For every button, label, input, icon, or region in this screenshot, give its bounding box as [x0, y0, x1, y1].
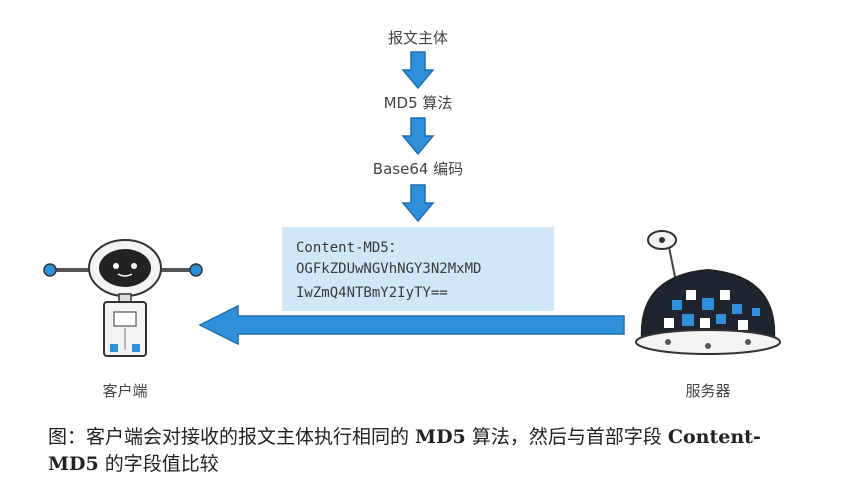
caption-content-md5: Content-MD5	[48, 426, 761, 475]
down-arrow-2	[401, 117, 435, 156]
client-label: 客户端	[102, 382, 148, 400]
server-robot-icon	[635, 230, 781, 355]
caption-md5: MD5	[415, 426, 466, 448]
caption-text-2: 算法，然后与首部字段	[465, 426, 668, 448]
figure-caption: 图：客户端会对接收的报文主体执行相同的 MD5 算法，然后与首部字段 Conte…	[48, 424, 808, 478]
down-arrow-1	[401, 51, 435, 90]
step-base64: Base64 编码	[372, 160, 464, 178]
down-arrow-3	[401, 184, 435, 223]
header-value-line2: IwZmQ4NTBmY2IyTY==	[296, 285, 448, 301]
client-robot-icon	[43, 239, 203, 357]
caption-text-3: 的字段值比较	[98, 453, 219, 475]
header-value-line1: OGFkZDUwNGVhNGY3N2MxMD	[296, 261, 482, 277]
caption-text-1: 图：客户端会对接收的报文主体执行相同的	[48, 426, 416, 448]
header-name: Content-MD5：	[296, 240, 403, 256]
content-md5-header-box: Content-MD5： OGFkZDUwNGVhNGY3N2MxMD IwZm…	[282, 227, 554, 311]
server-label: 服务器	[685, 382, 731, 400]
step-md5: MD5 算法	[383, 94, 453, 112]
left-arrow	[198, 304, 625, 346]
step-message-body: 报文主体	[387, 29, 448, 47]
